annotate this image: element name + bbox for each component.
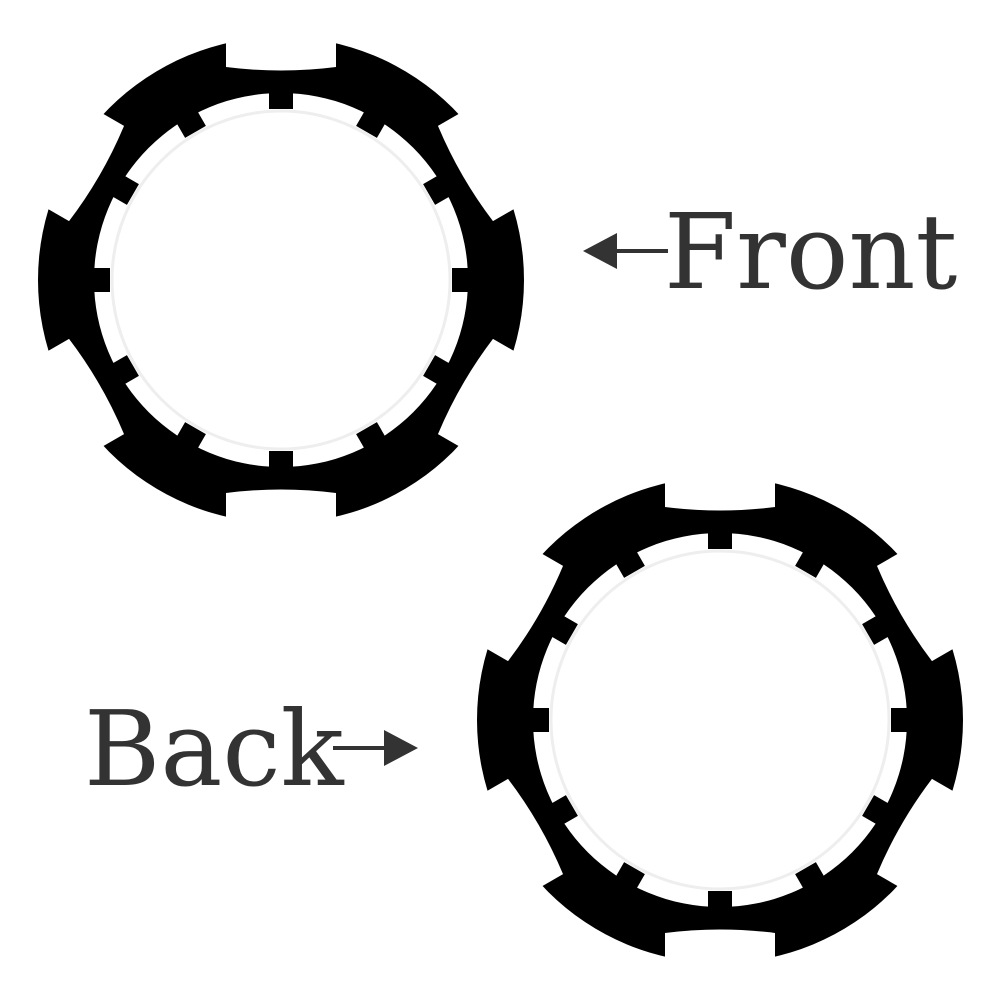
chip-edge-gap xyxy=(465,541,564,662)
chip-edge-gap xyxy=(226,18,336,71)
chip-edge-gap xyxy=(465,778,564,899)
chip-notch xyxy=(356,422,386,449)
chip-notch xyxy=(176,422,206,449)
chip-notch xyxy=(708,891,732,908)
chip-notch xyxy=(615,862,645,889)
front-label: Front xyxy=(664,191,958,313)
chip-edge-gap xyxy=(665,929,775,982)
chip-notch xyxy=(423,175,450,205)
chip-edge-gap xyxy=(437,338,536,459)
chip-notch xyxy=(862,795,889,825)
chip-notch xyxy=(532,708,549,732)
chip-notch xyxy=(862,615,889,645)
chip-notch xyxy=(93,268,110,292)
chip-notch xyxy=(551,795,578,825)
chip-notch xyxy=(891,708,908,732)
chip-center-circle xyxy=(549,549,891,891)
back-label: Back xyxy=(84,688,344,810)
chip-edge-gap xyxy=(26,101,125,222)
chip-edge-gap xyxy=(437,101,536,222)
back-arrow-icon xyxy=(333,730,418,766)
chip-notch xyxy=(708,532,732,549)
chip-notch xyxy=(795,551,825,578)
chip-edge-gap xyxy=(876,541,975,662)
chip-notch xyxy=(551,615,578,645)
chip-edge-gap xyxy=(665,458,775,511)
chip-notch xyxy=(269,451,293,468)
chip-edge-gap xyxy=(26,338,125,459)
chip-notch xyxy=(615,551,645,578)
chip-center-circle xyxy=(110,109,452,451)
chip-notch xyxy=(112,355,139,385)
front-arrow-icon xyxy=(583,233,668,269)
chip-notch xyxy=(269,92,293,109)
front-chip xyxy=(26,18,536,542)
chip-notch xyxy=(795,862,825,889)
chip-notch xyxy=(112,175,139,205)
chip-notch xyxy=(452,268,469,292)
back-chip xyxy=(465,458,975,982)
chip-edge-gap xyxy=(876,778,975,899)
chip-edge-gap xyxy=(226,489,336,542)
chip-notch xyxy=(356,111,386,138)
chip-notch xyxy=(176,111,206,138)
chip-notch xyxy=(423,355,450,385)
